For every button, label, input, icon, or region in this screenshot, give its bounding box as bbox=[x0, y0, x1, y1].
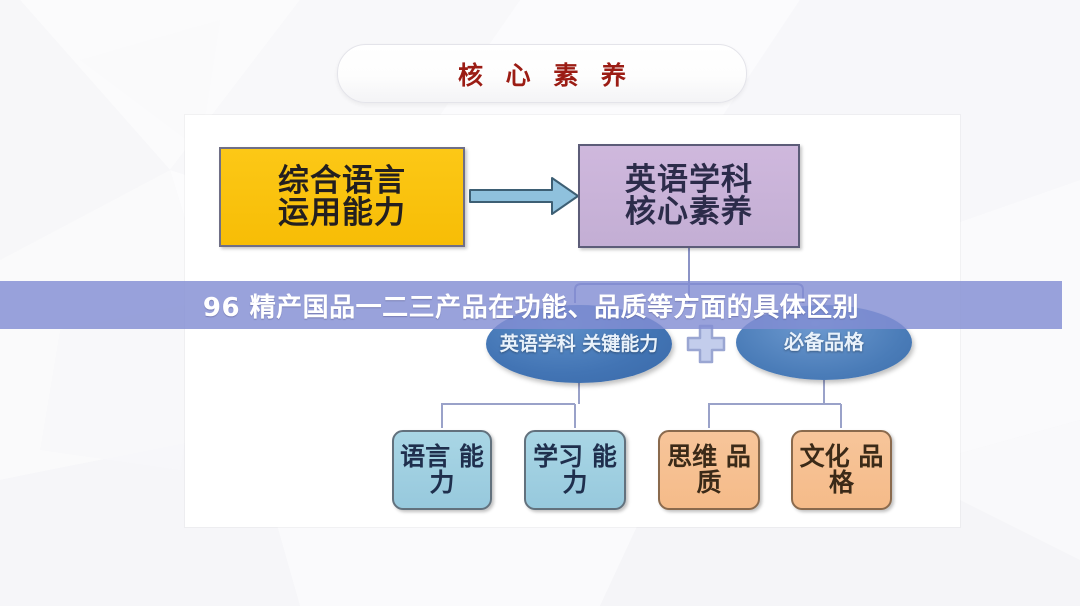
node-label: 综合语言 运用能力 bbox=[278, 162, 406, 231]
page-title: 核 心 素 养 bbox=[457, 60, 634, 90]
leaf-label: 文化 品格 bbox=[799, 441, 884, 497]
caption-text: 96 精产国品一二三产品在功能、品质等方面的具体区别 bbox=[202, 292, 860, 323]
leaf-cultural-character[interactable]: 文化 品格 bbox=[791, 430, 892, 510]
leaf-language-ability[interactable]: 语言 能力 bbox=[392, 430, 492, 510]
leaf-label: 语言 能力 bbox=[400, 441, 484, 497]
node-label: 英语学科 核心素养 bbox=[625, 161, 753, 230]
leaf-label: 学习 能力 bbox=[533, 441, 617, 497]
caption-banner: 96 精产国品一二三产品在功能、品质等方面的具体区别 bbox=[0, 281, 1062, 329]
diagram-title-pill: 核 心 素 养 bbox=[337, 44, 747, 103]
leaf-learning-ability[interactable]: 学习 能力 bbox=[524, 430, 626, 510]
node-label: 必备品格 bbox=[784, 329, 864, 354]
right-arrow-icon bbox=[469, 177, 579, 215]
node-comprehensive-language-ability[interactable]: 综合语言 运用能力 bbox=[219, 147, 465, 247]
leaf-label: 思维 品质 bbox=[667, 441, 751, 497]
leaf-thinking-quality[interactable]: 思维 品质 bbox=[658, 430, 760, 510]
plus-icon bbox=[686, 324, 726, 364]
node-label: 英语学科 关键能力 bbox=[499, 332, 659, 355]
node-english-core-literacy[interactable]: 英语学科 核心素养 bbox=[578, 144, 800, 248]
